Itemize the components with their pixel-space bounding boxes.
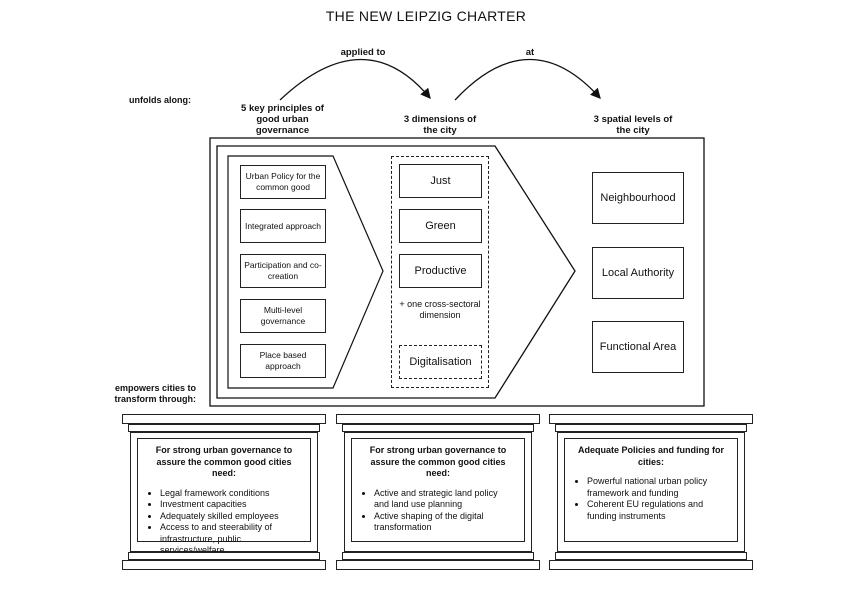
dimension-box: Just	[399, 164, 482, 198]
pillar-base	[128, 552, 320, 560]
at-label: at	[525, 47, 535, 58]
pillar-panel: Adequate Policies and funding for cities…	[564, 438, 738, 542]
principles-heading: 5 key principles of good urban governanc…	[241, 103, 324, 136]
pillar-base	[336, 560, 540, 570]
pillar-base	[122, 560, 326, 570]
principle-box: Place based approach	[240, 344, 326, 378]
level-box: Local Authority	[592, 247, 684, 299]
small-chevron	[227, 155, 384, 389]
arrow-applied-to	[279, 58, 431, 101]
applied-to-label: applied to	[340, 47, 386, 58]
arrow-at	[454, 58, 601, 101]
cross-sectoral-label: + one cross-sectoral dimension	[399, 299, 481, 320]
pillar-item: Active shaping of the digital transforma…	[374, 511, 514, 534]
pillar-item: Adequately skilled employees	[160, 511, 300, 523]
levels-heading: 3 spatial levels of the city	[593, 114, 673, 136]
pillar-capital	[549, 414, 753, 424]
pillar-capital	[128, 424, 320, 432]
unfolds-along-label: unfolds along:	[129, 95, 191, 105]
pillar-heading: Adequate Policies and funding for cities…	[577, 445, 724, 467]
principle-box: Participation and co-creation	[240, 254, 326, 288]
dimension-box: Green	[399, 209, 482, 243]
pillar-panel: For strong urban governance to assure th…	[351, 438, 525, 542]
pillar-item: Coherent EU regulations and funding inst…	[587, 499, 727, 522]
pillar-item: Active and strategic land policy and lan…	[374, 488, 514, 511]
pillar-item: Access to and steerability of infrastruc…	[160, 522, 300, 557]
digitalisation-box: Digitalisation	[399, 345, 482, 379]
pillar-capital	[342, 424, 534, 432]
level-box: Neighbourhood	[592, 172, 684, 224]
dimensions-heading: 3 dimensions of the city	[403, 114, 477, 136]
principle-box: Integrated approach	[240, 209, 326, 243]
dimension-box: Productive	[399, 254, 482, 288]
pillar-capital	[122, 414, 326, 424]
dimensions-container	[391, 156, 489, 388]
pillar-base	[342, 552, 534, 560]
diagram-title: THE NEW LEIPZIG CHARTER	[325, 8, 527, 24]
large-chevron	[216, 145, 576, 399]
pillar-base	[549, 560, 753, 570]
outer-frame	[209, 137, 705, 407]
level-box: Functional Area	[592, 321, 684, 373]
pillar-item: Legal framework conditions	[160, 488, 300, 500]
empowers-label: empowers cities to transform through:	[114, 383, 197, 404]
pillar-heading: For strong urban governance to assure th…	[369, 445, 507, 478]
pillar-item: Investment capacities	[160, 499, 300, 511]
pillar-capital	[555, 424, 747, 432]
pillar-heading: For strong urban governance to assure th…	[155, 445, 293, 478]
pillar-panel: For strong urban governance to assure th…	[137, 438, 311, 555]
principle-box: Urban Policy for the common good	[240, 165, 326, 199]
principle-box: Multi-level governance	[240, 299, 326, 333]
pillar-base	[555, 552, 747, 560]
pillar-capital	[336, 414, 540, 424]
pillar-item: Powerful national urban policy framework…	[587, 476, 727, 499]
